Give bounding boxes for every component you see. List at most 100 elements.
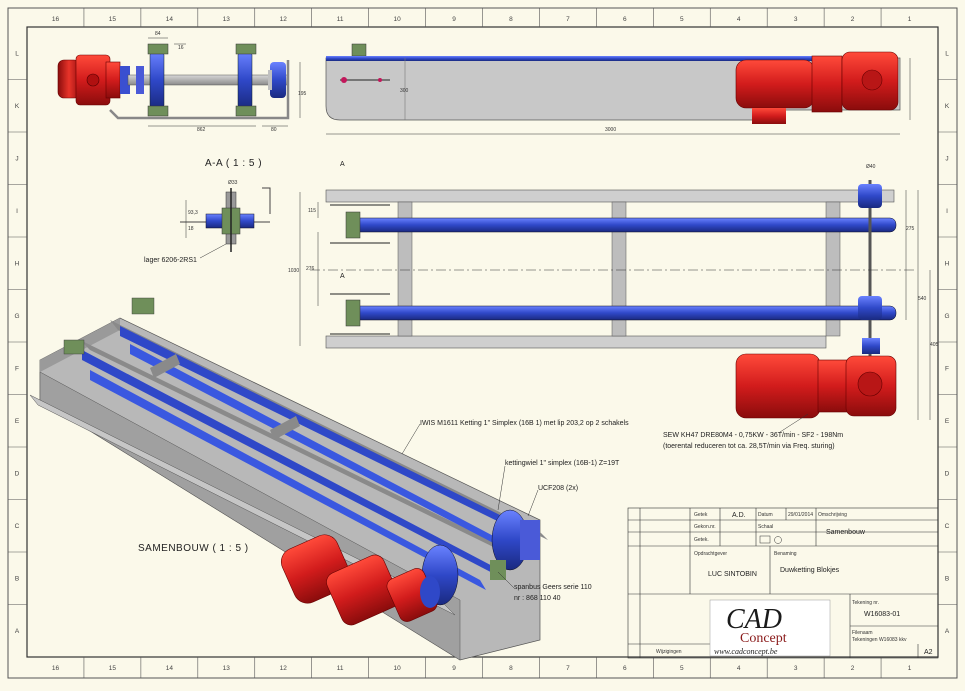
grid-row-left-G: G bbox=[14, 313, 19, 320]
dim-1030: 1030 bbox=[288, 268, 299, 274]
section-aa-view: A-A ( 1 : 5 ) Ø33 93,3 18 lager 6206-2RS… bbox=[144, 158, 271, 264]
tb-label-getek: Getek bbox=[694, 512, 708, 518]
isometric-assembly-view: SAMENBOUW ( 1 : 5 ) IWIS M1611 Ketting 1… bbox=[29, 297, 629, 661]
section-marker-top: A bbox=[340, 161, 345, 168]
dim-18: 18 bbox=[188, 226, 194, 232]
sprocket-note: kettingwiel 1" simplex (16B-1) Z=19T bbox=[505, 460, 620, 467]
dim-540: 540 bbox=[918, 296, 927, 302]
section-title: A-A ( 1 : 5 ) bbox=[205, 158, 262, 169]
bearing-label: lager 6206-2RS1 bbox=[144, 257, 197, 264]
grid-row-left-E: E bbox=[15, 418, 20, 425]
grid-row-left-F: F bbox=[15, 365, 19, 372]
grid-col-bottom-1: 1 bbox=[908, 665, 912, 672]
grid-row-left-B: B bbox=[15, 575, 19, 582]
grid-col-bottom-7: 7 bbox=[566, 665, 570, 672]
motor-note-1: SEW KH47 DRE80M4 - 0,75KW - 36T/min - SF… bbox=[663, 432, 843, 439]
dim-80: 80 bbox=[271, 127, 277, 133]
grid-col-top-15: 15 bbox=[109, 16, 117, 23]
tb-label-filename: Filenaam bbox=[852, 630, 873, 636]
section-marker-bottom: A bbox=[340, 273, 345, 280]
grid-row-right-A: A bbox=[945, 628, 950, 635]
tb-label-schaal: Schaal bbox=[758, 524, 773, 530]
logo-concept: Concept bbox=[740, 631, 787, 646]
dim-276-left: 276 bbox=[306, 266, 315, 272]
grid-row-left-L: L bbox=[15, 50, 19, 57]
tb-label-omschrijving: Omschrijving bbox=[818, 512, 847, 518]
tb-label-wijzigingen: Wijzigingen bbox=[656, 649, 682, 655]
grid-row-right-F: F bbox=[945, 365, 949, 372]
assembly-title: SAMENBOUW ( 1 : 5 ) bbox=[138, 543, 249, 554]
tb-label-datum: Datum bbox=[758, 512, 773, 518]
grid-col-bottom-16: 16 bbox=[52, 665, 60, 672]
dim-93: 93,3 bbox=[188, 210, 198, 216]
tb-date: 29/01/2014 bbox=[788, 512, 813, 518]
dim-84: 84 bbox=[155, 31, 161, 37]
grid-col-top-9: 9 bbox=[452, 16, 456, 23]
grid-col-bottom-14: 14 bbox=[166, 665, 174, 672]
tensioner-note-1: spanbus Geers serie 110 bbox=[514, 584, 592, 591]
projection-symbol-circle bbox=[774, 536, 782, 544]
tb-filename: Tekeningen W16083 kkv bbox=[852, 637, 907, 643]
grid-row-right-E: E bbox=[945, 418, 950, 425]
grid-row-right-L: L bbox=[945, 50, 949, 57]
tb-sheet-size: A2 bbox=[924, 649, 933, 656]
dim-862: 862 bbox=[197, 127, 206, 133]
grid-col-top-12: 12 bbox=[280, 16, 288, 23]
grid-col-bottom-6: 6 bbox=[623, 665, 627, 672]
grid-col-bottom-8: 8 bbox=[509, 665, 513, 672]
dim-3000: 3000 bbox=[605, 127, 616, 133]
tb-drawing-no: W16083-01 bbox=[864, 611, 900, 618]
grid-col-bottom-2: 2 bbox=[851, 665, 855, 672]
side-elevation-view: 300 3000 bbox=[325, 43, 911, 135]
grid-row-right-K: K bbox=[945, 103, 950, 110]
grid-col-top-2: 2 bbox=[851, 16, 855, 23]
dim-275: 275 bbox=[906, 226, 915, 232]
grid-col-top-13: 13 bbox=[223, 16, 231, 23]
grid-row-right-B: B bbox=[945, 575, 949, 582]
grid-col-bottom-3: 3 bbox=[794, 665, 798, 672]
dim-115: 115 bbox=[308, 208, 316, 214]
title-block-text: Getek A.D. Datum 29/01/2014 Omschrijving… bbox=[656, 512, 933, 656]
shaft-side-view: 84 16 862 80 195 bbox=[57, 31, 307, 133]
grid-row-left-D: D bbox=[15, 470, 20, 477]
grid-reference-marks: 1616151514141313121211111010998877665544… bbox=[8, 8, 957, 678]
grid-row-right-H: H bbox=[945, 260, 950, 267]
grid-col-top-10: 10 bbox=[393, 16, 401, 23]
grid-col-bottom-12: 12 bbox=[280, 665, 288, 672]
grid-row-right-G: G bbox=[944, 313, 949, 320]
tb-label-oplaag: Getek. bbox=[694, 537, 709, 543]
logo-cad: CAD bbox=[726, 604, 782, 635]
grid-col-bottom-5: 5 bbox=[680, 665, 684, 672]
grid-col-top-5: 5 bbox=[680, 16, 684, 23]
grid-row-left-C: C bbox=[15, 523, 20, 530]
dim-405: 405 bbox=[930, 342, 939, 348]
grid-row-left-K: K bbox=[15, 103, 20, 110]
grid-row-right-C: C bbox=[945, 523, 950, 530]
logo-url: www.cadconcept.be bbox=[714, 647, 778, 656]
tb-description: Duwketting Blokjes bbox=[780, 567, 840, 574]
tb-client: LUC SINTOBIN bbox=[708, 571, 757, 578]
plan-view: A A Ø40 115 276 275 1030 540 405 SEW KH4… bbox=[288, 161, 939, 450]
grid-col-bottom-15: 15 bbox=[109, 665, 117, 672]
dim-300: 300 bbox=[400, 88, 409, 94]
grid-row-left-J: J bbox=[15, 155, 18, 162]
tb-label-drawing-no: Tekening nr. bbox=[852, 600, 879, 606]
grid-col-top-11: 11 bbox=[337, 16, 344, 23]
grid-col-top-1: 1 bbox=[908, 16, 912, 23]
tb-author: A.D. bbox=[732, 512, 746, 519]
grid-row-right-I: I bbox=[946, 208, 948, 215]
grid-row-left-H: H bbox=[15, 260, 20, 267]
tensioner-note-2: nr : 868 110 40 bbox=[514, 595, 561, 602]
grid-row-right-J: J bbox=[945, 155, 948, 162]
tb-label-benaming: Benaming bbox=[774, 551, 797, 557]
grid-col-top-14: 14 bbox=[166, 16, 174, 23]
grid-col-bottom-4: 4 bbox=[737, 665, 741, 672]
dim-d40: Ø40 bbox=[866, 164, 876, 170]
chain-note: IWIS M1611 Ketting 1" Simplex (16B 1) me… bbox=[420, 420, 629, 427]
dim-195: 195 bbox=[298, 91, 307, 97]
tb-label-gekon: Gekon.nr. bbox=[694, 524, 716, 530]
grid-col-top-4: 4 bbox=[737, 16, 741, 23]
grid-col-top-8: 8 bbox=[509, 16, 513, 23]
grid-col-top-6: 6 bbox=[623, 16, 627, 23]
